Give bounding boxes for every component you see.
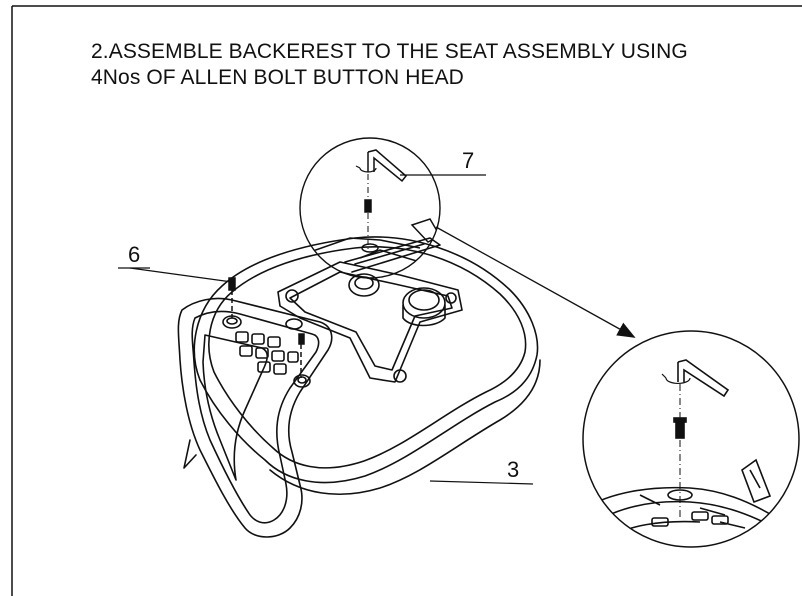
detail-circle-magnified	[582, 330, 800, 548]
callout-part-7: 7	[400, 148, 486, 176]
callout-part-3: 3	[429, 457, 534, 485]
instruction-text: 2.ASSEMBLE BACKEREST TO THE SEAT ASSEMBL…	[91, 39, 781, 91]
instruction-line-2: 4Nos OF ALLEN BOLT BUTTON HEAD	[91, 66, 464, 89]
allen-bolt-right	[298, 333, 305, 378]
detail-leader-arrow	[435, 226, 636, 338]
page-border	[11, 5, 802, 596]
seat-assembly	[177, 236, 541, 538]
detail-circle-top	[299, 137, 441, 279]
callout-label-7: 7	[462, 148, 474, 173]
callout-part-6: 6	[118, 242, 233, 283]
allen-bolt-left	[228, 277, 236, 318]
instruction-line-1: 2.ASSEMBLE BACKEREST TO THE SEAT ASSEMBL…	[91, 40, 688, 63]
callout-label-3: 3	[507, 457, 519, 482]
callout-label-6: 6	[128, 242, 140, 267]
